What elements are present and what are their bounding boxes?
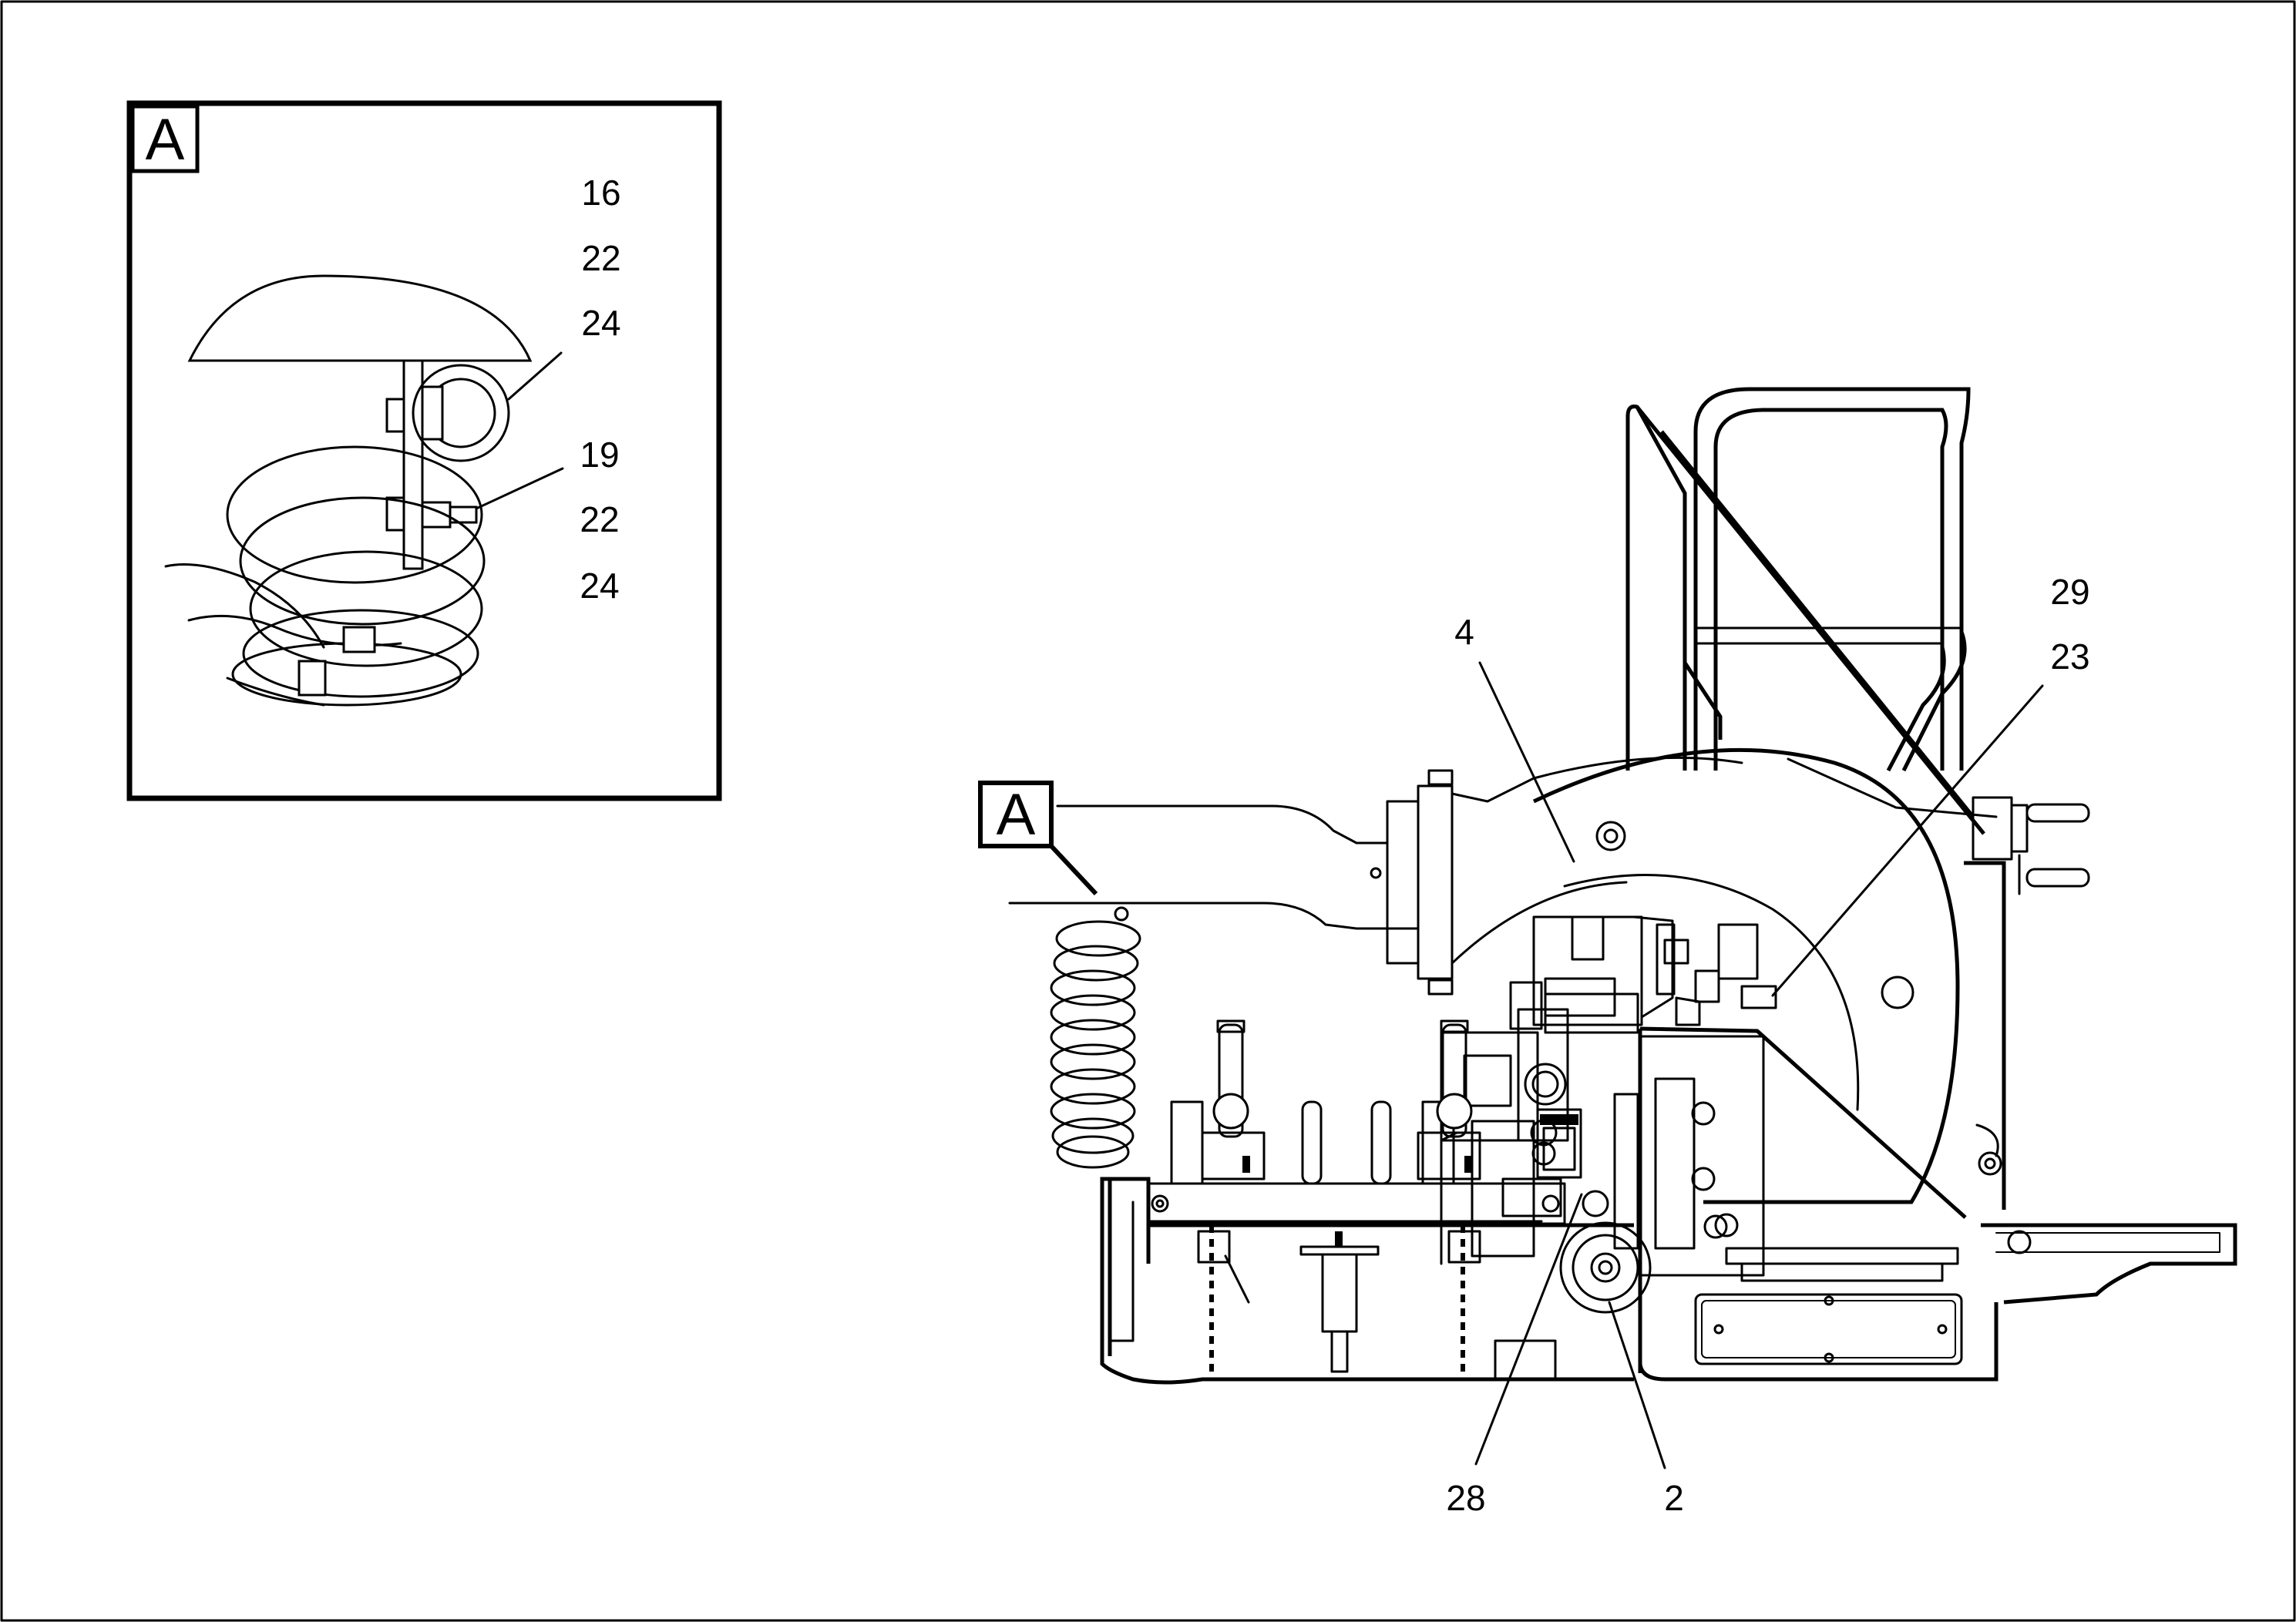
detail-tag-label: A	[146, 107, 185, 173]
gauge-ring	[1524, 1063, 1567, 1106]
callout-2: 2	[1664, 1478, 1684, 1518]
leader-19	[475, 467, 564, 510]
leader-4	[1478, 661, 1575, 863]
dome-cover	[187, 274, 533, 362]
callout-19: 19	[580, 435, 619, 475]
side-cable-coil	[1050, 906, 1141, 1169]
leader-23	[1771, 684, 2044, 997]
lower-bolt-stem	[449, 505, 478, 524]
upper-nut	[385, 398, 405, 433]
boom-arm	[1008, 756, 1743, 996]
callout-28: 28	[1446, 1478, 1485, 1518]
callout-16: 16	[581, 173, 620, 213]
drive-disc	[1559, 1221, 1652, 1314]
detail-ref-leader	[1049, 844, 1098, 896]
machine-assembly: A 4 29 23 28 2	[978, 387, 2237, 1518]
horizontal-beam	[1108, 1177, 1634, 1356]
callout-23: 23	[2050, 636, 2089, 677]
leader-28	[1474, 1193, 1583, 1466]
callout-4: 4	[1454, 612, 1474, 652]
guard-rail	[1625, 387, 1985, 835]
control-cabinet	[1613, 1026, 1967, 1373]
center-mast	[1440, 915, 1759, 1381]
coiled-cable	[164, 445, 486, 707]
leader-24-top	[507, 351, 563, 401]
housing-bolt	[1881, 976, 1914, 1009]
detail-view-a: A 16 22 24	[126, 100, 722, 801]
mounting-plate	[402, 359, 424, 570]
eye-bolt-ring	[412, 364, 510, 462]
detail-frame	[126, 100, 722, 801]
detail-ref-tag-label: A	[997, 782, 1036, 848]
detail-ref-tag-box	[978, 781, 1054, 848]
hanging-chains	[1197, 1225, 1481, 1373]
callout-24-top: 24	[581, 303, 620, 343]
callout-29: 29	[2050, 572, 2089, 612]
detail-tag-box	[130, 104, 200, 173]
callout-24-bottom: 24	[580, 566, 619, 606]
base-frame	[1100, 1177, 2237, 1385]
callout-22-top: 22	[581, 238, 620, 278]
lift-arms	[1170, 1019, 1481, 1185]
callout-22-bottom: 22	[580, 499, 619, 539]
housing-outer	[1532, 747, 1960, 1204]
eye-bolt-shank	[421, 385, 444, 441]
lower-nut	[385, 496, 405, 532]
right-side-hardware	[1787, 757, 2090, 1210]
housing-inner-arc	[1563, 873, 1860, 1111]
leader-2	[1608, 1301, 1666, 1469]
decal-29-23	[1740, 985, 1777, 1009]
base-access-plate	[1694, 1293, 1963, 1365]
step-platform	[1981, 1223, 2237, 1305]
